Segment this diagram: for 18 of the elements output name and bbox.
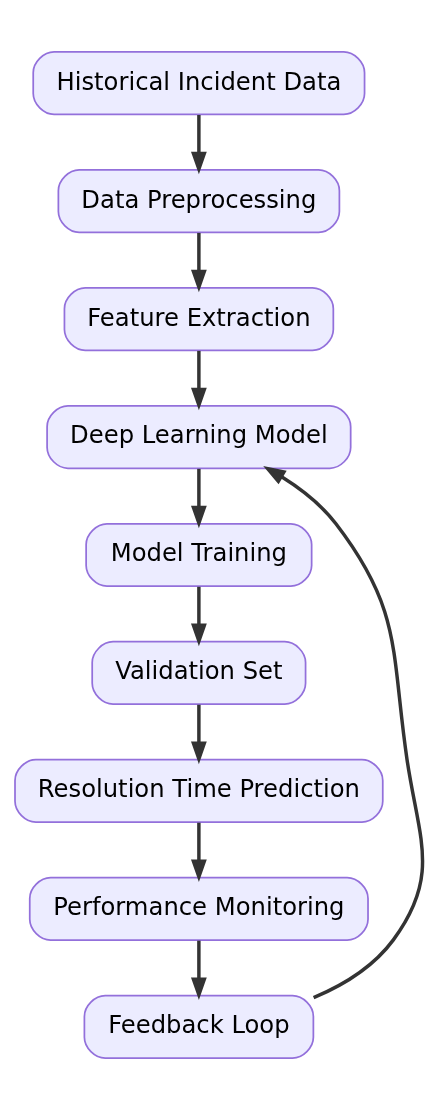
node-box: Feature Extraction — [63, 287, 335, 352]
node-box: Resolution Time Prediction — [14, 758, 384, 823]
node-box: Data Preprocessing — [57, 169, 341, 234]
arrow — [190, 822, 207, 883]
node-box: Validation Set — [91, 640, 307, 706]
node-box: Deep Learning Model — [46, 404, 352, 470]
arrow — [190, 350, 207, 411]
node-box: Feedback Loop — [83, 994, 315, 1059]
node-box: Historical Incident Data — [32, 51, 366, 116]
arrow — [190, 940, 207, 1001]
arrow — [190, 586, 207, 647]
arrow — [190, 232, 207, 293]
arrow — [190, 468, 207, 529]
arrow — [190, 704, 207, 765]
arrow — [263, 466, 425, 1000]
arrow — [190, 115, 207, 175]
node-box: Model Training — [85, 522, 313, 588]
node-box: Performance Monitoring — [28, 876, 369, 941]
